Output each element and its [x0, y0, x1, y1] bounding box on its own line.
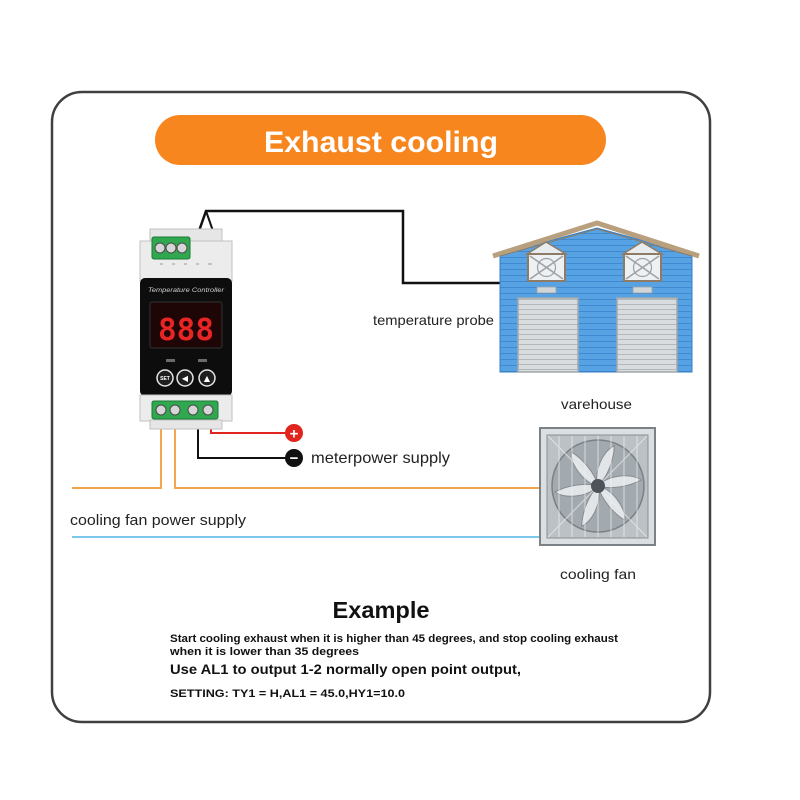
meter-negative-wire [197, 419, 286, 459]
set-icon: SET [160, 376, 170, 382]
fan-power-line-left [72, 419, 162, 489]
indicator-led [198, 359, 207, 362]
display-window [149, 301, 223, 349]
example-section: Example Start cooling exhaust when it is… [169, 597, 618, 700]
warehouse-door-right [616, 297, 678, 373]
example-output-rule: Use AL1 to output 1-2 normally open poin… [170, 661, 521, 677]
temperature-controller: Temperature Controller 888 SET ◀ ▲ [139, 228, 233, 430]
meter-power-supply: + − meterpower supply [285, 424, 450, 467]
bottom-terminal-block [151, 400, 219, 420]
warehouse-roof-inner [499, 228, 693, 257]
negative-terminal-icon [285, 449, 303, 467]
left-arrow-icon: ◀ [182, 374, 189, 383]
up-button-body [198, 369, 216, 387]
terminal-screw [155, 404, 167, 416]
warehouse-vent-right [620, 241, 665, 294]
terminal-screw [202, 404, 214, 416]
fan-blade [596, 444, 615, 487]
example-description-line-2: when it is lower than 35 degrees [169, 646, 359, 658]
terminal-screw [176, 242, 188, 254]
positive-terminal-icon [285, 424, 303, 442]
controller-bottom-cap [149, 419, 223, 430]
indicator-led [166, 359, 175, 362]
up-arrow-icon: ▲ [204, 374, 211, 383]
vent-blade [625, 255, 660, 280]
vent-grill [536, 286, 557, 294]
fan-power-supply-label: cooling fan power supply [70, 512, 247, 529]
probe-wire-return [205, 210, 214, 232]
warehouse-roof [492, 220, 700, 259]
fan-hub [591, 479, 605, 493]
up-button: ▲ [198, 369, 216, 387]
terminal-screw [169, 404, 181, 416]
title-banner: Exhaust cooling [155, 115, 606, 165]
warehouse-door-left [517, 297, 579, 373]
left-button-body [176, 369, 194, 387]
set-button-body [156, 369, 174, 387]
example-description-line-1: Start cooling exhaust when it is higher … [170, 633, 618, 645]
title-pill [155, 115, 606, 165]
vent-grill [632, 286, 653, 294]
vent-blade [529, 255, 564, 280]
example-setting: SETTING: TY1 = H,AL1 = 45.0,HY1=10.0 [170, 688, 405, 700]
vent-fan [536, 257, 557, 278]
cooling-fan [539, 427, 656, 546]
negative-symbol: − [290, 450, 299, 467]
temperature-probe-label: temperature probe [373, 312, 494, 328]
positive-symbol: + [290, 426, 299, 443]
fan-blade [581, 485, 600, 528]
set-button: SET [156, 369, 174, 387]
fan-power-line-right [174, 419, 540, 489]
vent-fan [632, 257, 653, 278]
meter-power-supply-label: meterpower supply [311, 450, 450, 467]
terminal-screw [154, 242, 166, 254]
warehouse [492, 220, 700, 373]
display-readout: 888 [158, 313, 214, 348]
terminal-screw [187, 404, 199, 416]
example-heading: Example [333, 597, 430, 623]
probe-wire [197, 209, 514, 285]
left-button: ◀ [176, 369, 194, 387]
page-title: Exhaust cooling [264, 126, 498, 159]
controller-name: Temperature Controller [148, 287, 225, 294]
wires [72, 209, 540, 538]
warehouse-vent-left [524, 241, 569, 294]
warehouse-label: varehouse [561, 396, 632, 412]
cooling-fan-label: cooling fan [560, 566, 636, 582]
terminal-screw [165, 242, 177, 254]
